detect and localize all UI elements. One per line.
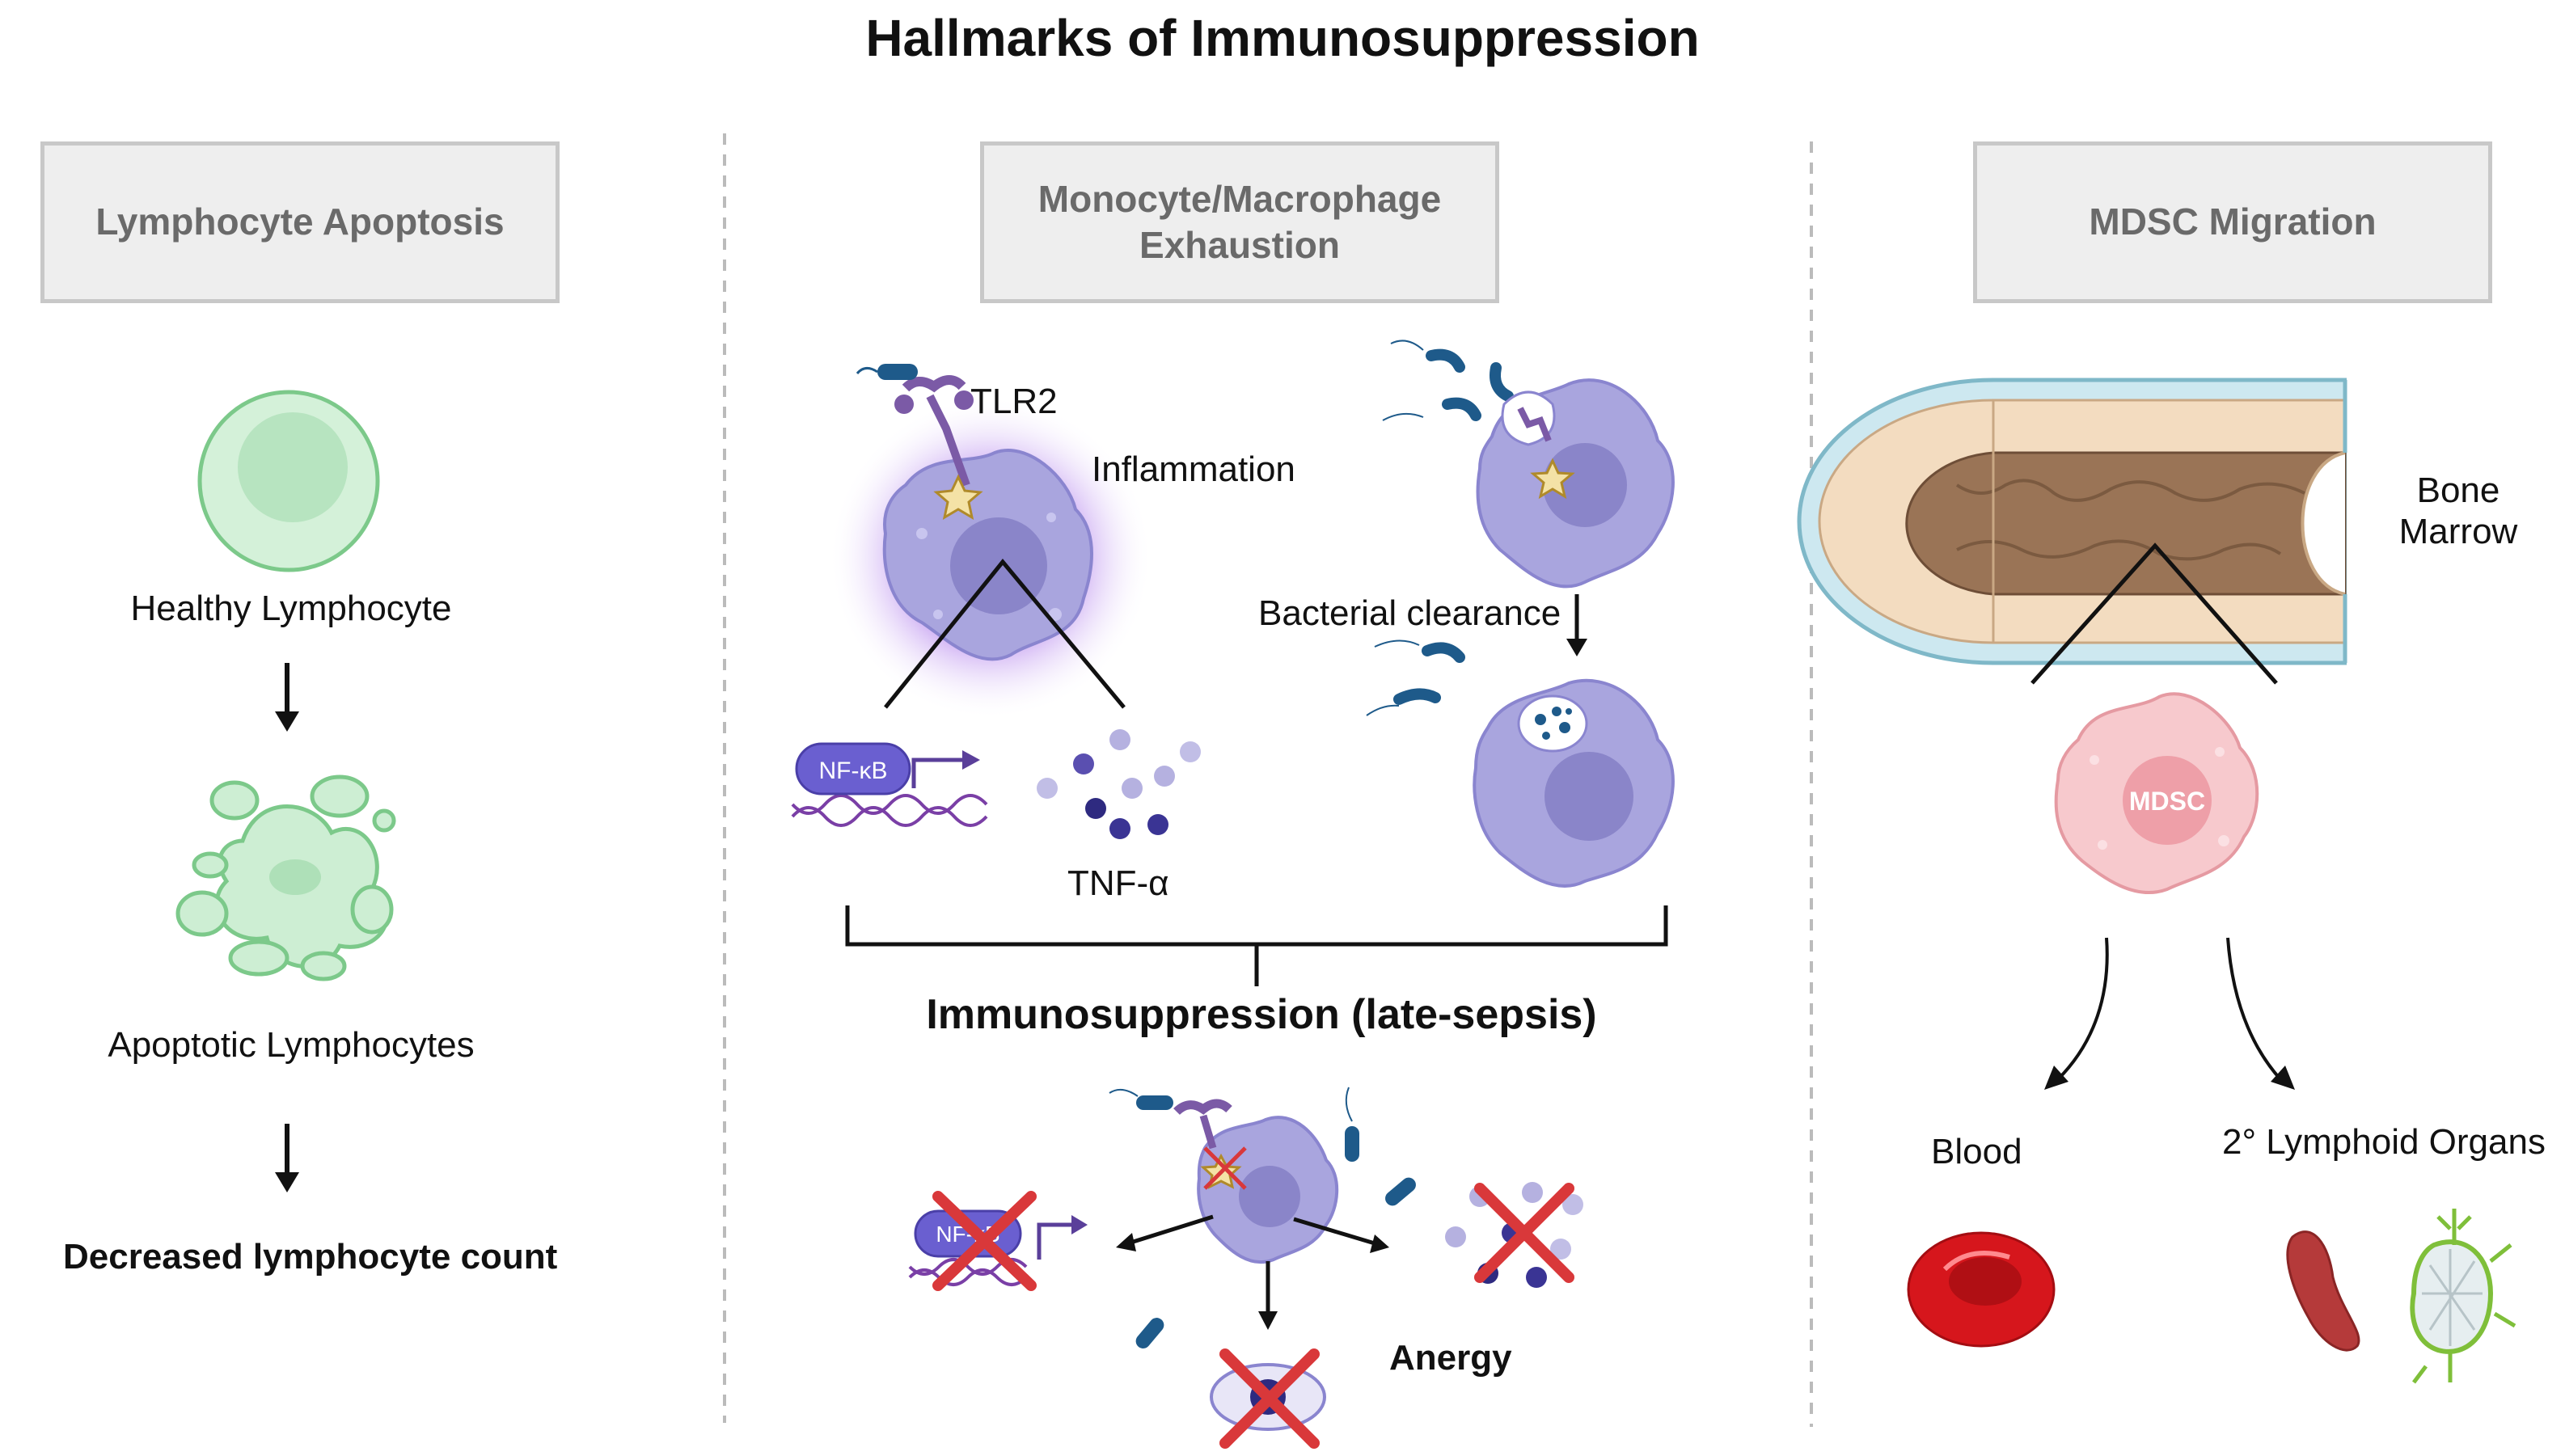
header-mdsc-migration-text: MDSC Migration — [2089, 200, 2377, 243]
macrophage-icon — [1197, 1116, 1339, 1264]
decreased-lymphocyte-count-label: Decreased lymphocyte count — [63, 1237, 558, 1277]
tnf-molecules-icon — [1037, 729, 1201, 839]
blood-label: Blood — [1931, 1132, 2022, 1171]
apoptotic-cell-icon — [175, 774, 396, 981]
nfkb-label: NF-κB — [819, 758, 888, 784]
tnf-alpha-label: TNF-α — [1067, 863, 1169, 903]
spleen-icon — [2286, 1230, 2360, 1352]
left-panel-graphics — [175, 390, 396, 1192]
arrowhead-icon — [2271, 1066, 2295, 1090]
bacterium-icon — [1366, 639, 1465, 716]
mdsc-label: MDSC — [2129, 787, 2205, 816]
tlr2-receptor-icon — [894, 375, 983, 521]
tlr2-receptor-icon — [1173, 1099, 1247, 1190]
red-cross-icon — [932, 1191, 1037, 1291]
bone-marrow-label: Bone Marrow — [2361, 471, 2555, 552]
header-lymphocyte-apoptosis: Lymphocyte Apoptosis — [40, 141, 560, 303]
red-cross-icon — [1219, 1348, 1320, 1449]
apoptotic-lymphocytes-label: Apoptotic Lymphocytes — [108, 1025, 475, 1065]
lymphocyte-icon — [197, 390, 380, 572]
header-line-1: Monocyte/Macrophage — [1037, 177, 1442, 220]
header-lymphocyte-apoptosis-text: Lymphocyte Apoptosis — [95, 200, 505, 243]
inflammation-label: Inflammation — [1092, 449, 1295, 489]
branch-lines — [884, 559, 1126, 709]
tlr2-label: TLR2 — [970, 382, 1058, 421]
header-line-2: Exhaustion — [1139, 224, 1340, 266]
bacterium-icon — [1109, 1087, 1416, 1348]
arrowhead-icon — [2044, 1066, 2068, 1090]
header-macrophage-exhaustion: Monocyte/Macrophage Exhaustion — [980, 141, 1499, 303]
branch-lines — [2030, 542, 2278, 685]
immunosuppression-label: Immunosuppression (late-sepsis) — [926, 991, 1597, 1038]
arrow-icon — [2056, 937, 2282, 1081]
figure-title: Hallmarks of Immunosuppression — [865, 9, 1700, 67]
header-mdsc-migration: MDSC Migration — [1973, 141, 2492, 303]
macrophage-icon — [1473, 678, 1675, 888]
red-blood-cell-icon — [1907, 1231, 2056, 1348]
bone-marrow-line-1: Bone — [2416, 471, 2500, 510]
arrow-down-icon — [1566, 594, 1587, 656]
bacterial-clearance-label: Bacterial clearance — [1258, 593, 1561, 633]
macrophage-icon — [1476, 378, 1675, 589]
bracket — [845, 905, 1668, 986]
lymphoid-organs-label: 2° Lymphoid Organs — [2222, 1122, 2546, 1162]
anergy-label: Anergy — [1389, 1338, 1512, 1378]
nfkb-pill — [795, 742, 911, 796]
arrow-icon — [1116, 1214, 1389, 1330]
arrow-down-icon — [275, 1124, 299, 1192]
lymph-node-icon — [2410, 1209, 2516, 1384]
bone-icon — [1797, 372, 2363, 671]
dna-icon — [791, 750, 988, 827]
header-macrophage-exhaustion-text: Monocyte/Macrophage Exhaustion — [1038, 176, 1441, 269]
mdsc-cell-icon — [2054, 692, 2259, 895]
red-cross-icon — [1474, 1183, 1574, 1283]
healthy-lymphocyte-label: Healthy Lymphocyte — [130, 589, 452, 628]
arrow-down-icon — [275, 663, 299, 732]
bone-marrow-line-2: Marrow — [2398, 511, 2518, 551]
bacterium-icon — [856, 364, 918, 380]
bacterium-icon — [1382, 340, 1514, 421]
